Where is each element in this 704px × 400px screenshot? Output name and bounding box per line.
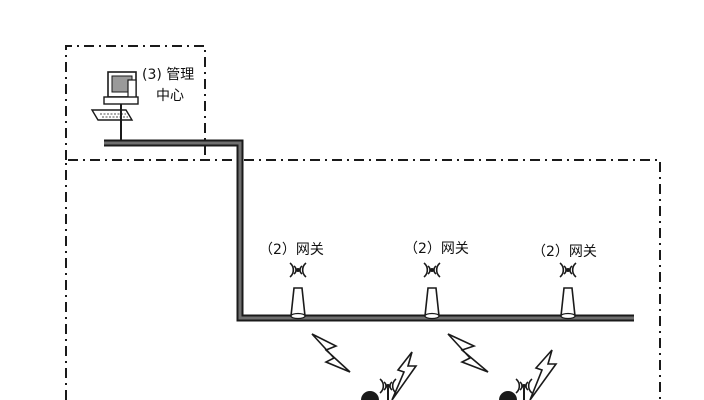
- network-region-boundary: [65, 159, 661, 400]
- sensor-node-icon-1: [361, 378, 397, 400]
- computer-icon: [90, 71, 139, 140]
- gateway-1-label: （2）网关: [259, 242, 324, 258]
- gateway-2-label: （2）网关: [404, 241, 469, 257]
- backbone-bus: [104, 139, 634, 322]
- management-region-boundary: [65, 45, 206, 160]
- lightning-bolt-icon-1: [311, 333, 351, 373]
- gateway-3-antenna-icon: [559, 262, 577, 320]
- lightning-bolt-icon-2: [391, 351, 418, 400]
- gateway-1-antenna-icon: [289, 262, 307, 320]
- gateway-2-antenna-icon: [423, 262, 441, 320]
- lightning-bolt-icon-4: [529, 349, 558, 400]
- management-center-label-line1: (3) 管理: [142, 67, 195, 83]
- sensor-node-icon-2: [499, 378, 533, 400]
- backbone-bus-fill: [104, 141, 634, 320]
- gateway-3-label: （2）网关: [532, 244, 597, 260]
- management-center-label-line2: 中心: [156, 88, 184, 104]
- lightning-bolt-icon-3: [447, 333, 489, 373]
